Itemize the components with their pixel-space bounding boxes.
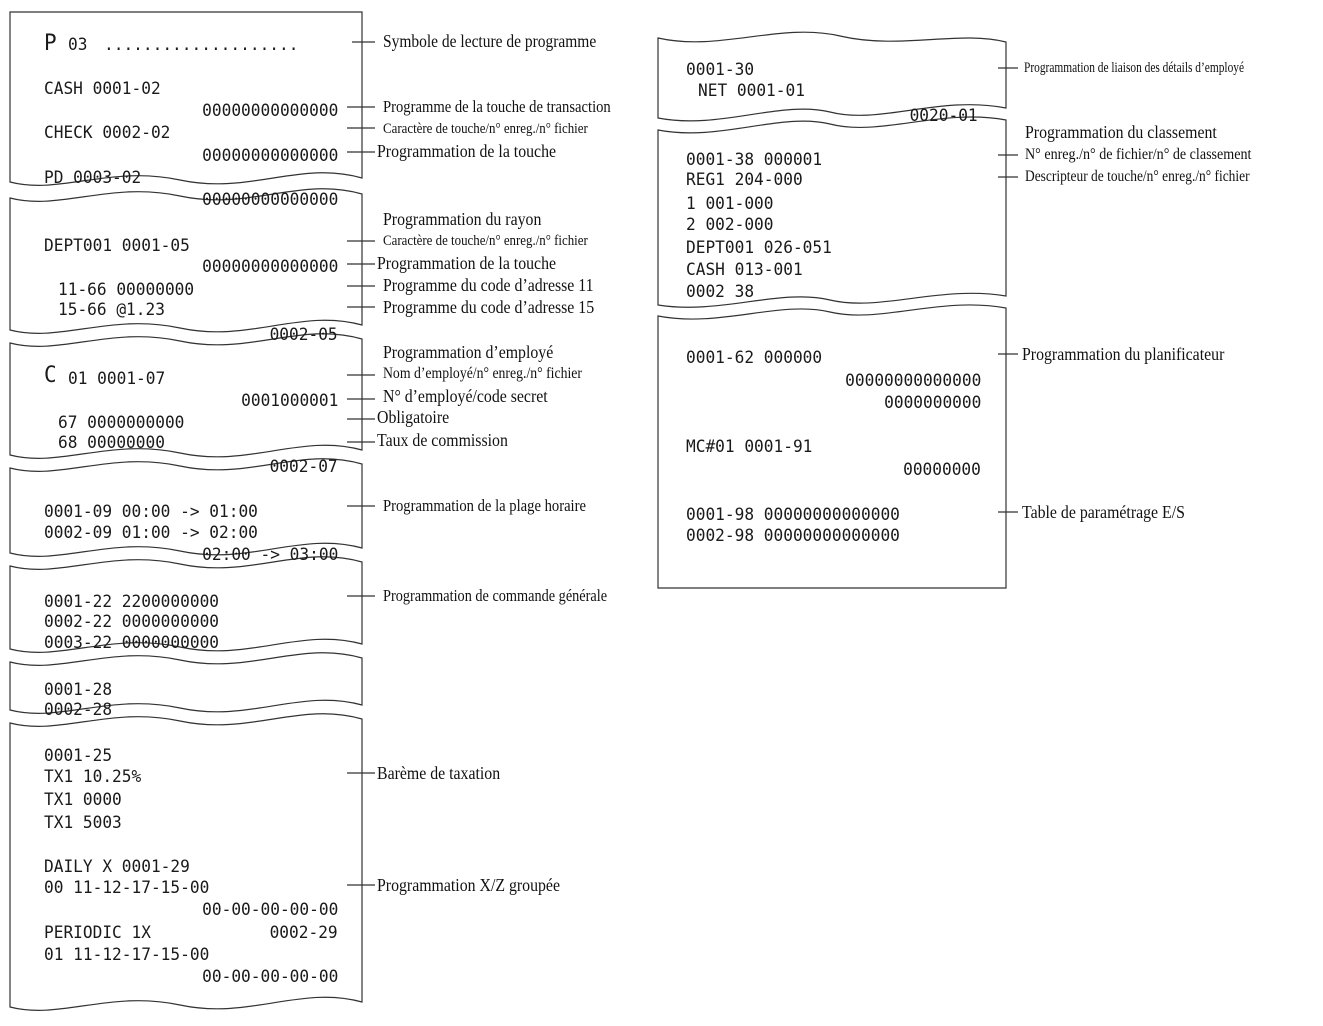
label-clerk-link-programming: Programmation de liaison des détails d’e… <box>1024 60 1245 76</box>
receipt-line: PD 0003-02 <box>44 168 142 188</box>
right-receipt-section-3 <box>657 304 1007 589</box>
label-general-command-programming: Programmation de commande générale <box>383 586 608 605</box>
receipt-line: 15-66 @1.23 <box>58 300 165 320</box>
receipt-line: 0020-01 <box>909 106 978 126</box>
program-read-dots: .................... <box>104 35 299 55</box>
left-receipt-section-1 <box>9 11 363 186</box>
label-program-read-symbol: Symbole de lecture de programme <box>383 31 597 51</box>
receipt-line: 0002-22 0000000000 <box>44 612 220 632</box>
label-clerk-number: N° d’employé/code secret <box>383 386 548 406</box>
receipt-line: CASH 013-001 <box>686 260 803 280</box>
label-order-fields: N° enreg./n° de fichier/n° de classement <box>1025 146 1252 163</box>
label-address-code-15: Programme du code d’adresse 15 <box>383 297 595 317</box>
right-receipt-section-1 <box>657 31 1007 122</box>
receipt-line: 68 00000000 <box>58 433 165 453</box>
receipt-line: NET 0001-01 <box>698 81 805 101</box>
label-time-zone-programming: Programmation de la plage horaire <box>383 496 586 515</box>
receipt-line: PERIODIC 1X <box>44 923 151 943</box>
label-transaction-key-program: Programme de la touche de transaction <box>383 97 611 116</box>
receipt-line: 0003-22 0000000000 <box>44 633 220 653</box>
receipt-line: 67 0000000000 <box>58 413 185 433</box>
receipt-line: 1 001-000 <box>686 194 774 214</box>
receipt-line: 00000000000000 <box>844 371 981 391</box>
receipt-line: REG1 204-000 <box>686 170 803 190</box>
receipt-line: TX1 10.25% <box>44 767 142 787</box>
receipt-line: 00000000000000 <box>201 146 338 166</box>
program-read-code: 03 <box>68 35 88 55</box>
left-receipt-section-3 <box>9 333 363 459</box>
left-receipt-section-4 <box>9 458 363 557</box>
receipt-line: DEPT001 0001-05 <box>44 236 190 256</box>
receipt-line: 2 002-000 <box>686 215 774 235</box>
receipt-line: 00000000000000 <box>201 101 338 121</box>
receipt-line: 0002-07 <box>269 457 338 477</box>
receipt-line: 00 11-12-17-15-00 <box>44 878 210 898</box>
label-key-descriptor: Descripteur de touche/n° enreg./n° fichi… <box>1025 168 1250 185</box>
receipt-line: 0001-98 00000000000000 <box>686 505 900 525</box>
label-key-programming: Programmation de la touche <box>377 141 557 161</box>
right-receipt-section-2 <box>657 116 1007 308</box>
left-receipt-section-7 <box>9 713 363 1011</box>
receipt-line: 00000000000000 <box>201 257 338 277</box>
receipt-line: 0002-28 <box>44 700 113 720</box>
label-tax-table: Barème de taxation <box>377 763 501 783</box>
program-read-symbol: P <box>44 31 57 56</box>
label-address-code-11: Programme du code d’adresse 11 <box>383 275 594 295</box>
receipt-line: TX1 5003 <box>44 813 122 833</box>
receipt-line: CHECK 0002-02 <box>44 123 171 143</box>
receipt-line: CASH 0001-02 <box>44 79 161 99</box>
clerk-symbol: C <box>44 363 57 388</box>
receipt-line: 0001-28 <box>44 680 113 700</box>
receipt-line: DEPT001 026-051 <box>686 238 832 258</box>
receipt-line: 0001-30 <box>686 60 755 80</box>
left-receipt-section-6 <box>9 652 363 714</box>
label-key-character: Caractère de touche/n° enreg./n° fichier <box>383 233 588 249</box>
receipt-line: 0002-05 <box>269 325 338 345</box>
receipt-line: 00-00-00-00-00 <box>201 900 338 920</box>
receipt-line: 02:00 -> 03:00 <box>201 545 338 565</box>
receipt-line: 0002-29 <box>269 923 338 943</box>
receipt-line: 0002-98 00000000000000 <box>686 526 900 546</box>
label-mandatory: Obligatoire <box>377 407 450 427</box>
receipt-line: 0001-22 2200000000 <box>44 592 220 612</box>
receipt-line: 01 11-12-17-15-00 <box>44 945 210 965</box>
label-department-programming: Programmation du rayon <box>383 209 542 229</box>
label-clerk-name: Nom d’employé/n° enreg./n° fichier <box>383 365 582 382</box>
receipt-line: 0001-62 000000 <box>686 348 823 368</box>
label-key-character: Caractère de touche/n° enreg./n° fichier <box>383 121 588 137</box>
receipt-line: 0001-25 <box>44 746 113 766</box>
label-scheduler-programming: Programmation du planificateur <box>1022 344 1225 364</box>
receipt-line: 0002 38 <box>686 282 755 302</box>
receipt-line: DAILY X 0001-29 <box>44 857 190 877</box>
label-commission-rate: Taux de commission <box>377 430 508 450</box>
receipt-line: TX1 0000 <box>44 790 122 810</box>
left-receipt-section-2 <box>9 188 363 334</box>
label-io-parameter-table: Table de paramétrage E/S <box>1022 502 1185 522</box>
label-xz-grouped-programming: Programmation X/Z groupée <box>377 875 560 895</box>
label-key-programming: Programmation de la touche <box>377 253 557 273</box>
receipt-line: 0001-09 00:00 -> 01:00 <box>44 502 258 522</box>
receipt-line: 0002-09 01:00 -> 02:00 <box>44 523 258 543</box>
receipt-line: 0000000000 <box>883 393 981 413</box>
left-receipt-section-5 <box>9 556 363 653</box>
receipt-line: 0001000001 <box>240 391 338 411</box>
receipt-line: MC#01 0001-91 <box>686 437 813 457</box>
label-clerk-programming: Programmation d’employé <box>383 342 554 362</box>
receipt-line: 00000000000000 <box>201 190 338 210</box>
label-order-programming: Programmation du classement <box>1025 122 1217 142</box>
receipt-line: 11-66 00000000 <box>58 280 195 300</box>
receipt-line: 00-00-00-00-00 <box>201 967 338 987</box>
receipt-line: 00000000 <box>903 460 981 480</box>
receipt-line: 01 0001-07 <box>68 369 166 389</box>
receipt-line: 0001-38 000001 <box>686 150 823 170</box>
